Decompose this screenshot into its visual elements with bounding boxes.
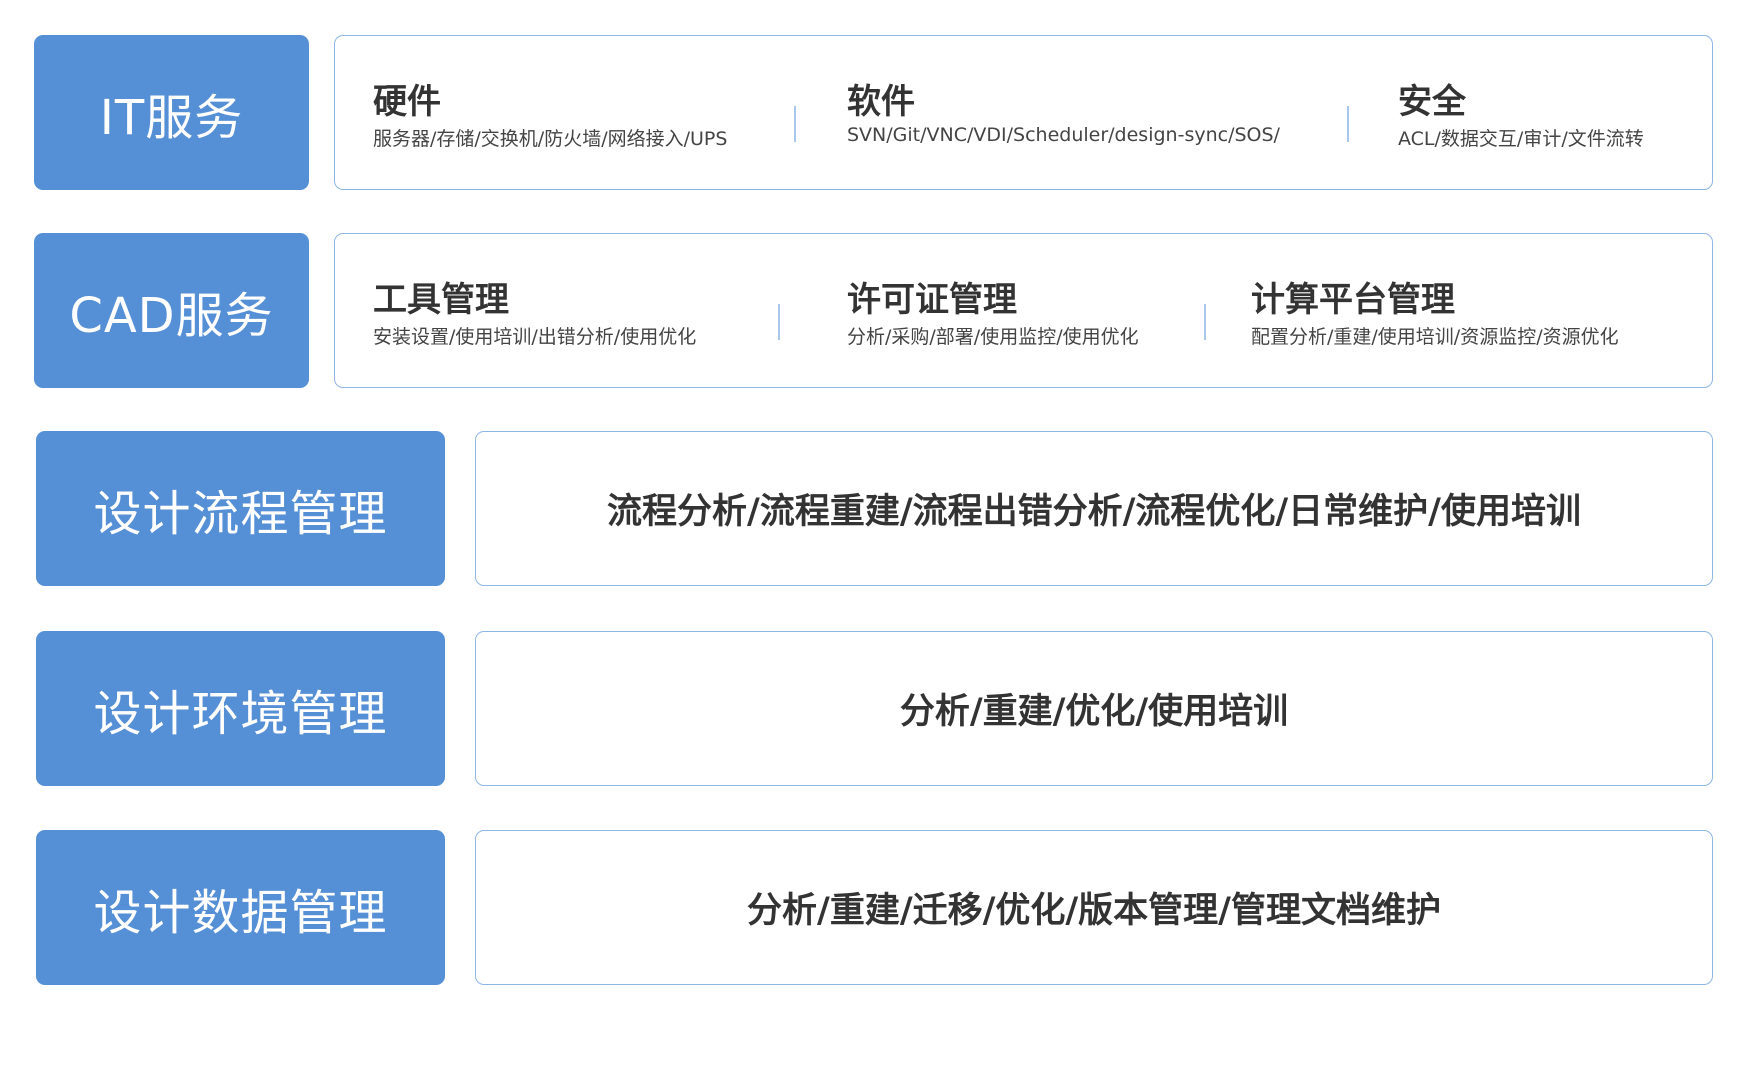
category-description: 流程分析/流程重建/流程出错分析/流程优化/日常维护/使用培训 [607,492,1581,532]
column-title: 安全 [1398,82,1466,122]
column-description: ACL/数据交互/审计/文件流转 [1398,128,1644,150]
column-title: 许可证管理 [847,280,1017,320]
category-description: 分析/重建/优化/使用培训 [899,692,1289,732]
column-title: 硬件 [373,82,441,122]
column-description: 分析/采购/部署/使用监控/使用优化 [847,326,1139,348]
category-content-design-environment-management: 分析/重建/优化/使用培训 [475,631,1713,786]
column-description: 服务器/存储/交换机/防火墙/网络接入/UPS [373,128,728,150]
category-content-design-data-management: 分析/重建/迁移/优化/版本管理/管理文档维护 [475,830,1713,985]
column-description: SVN/Git/VNC/VDI/Scheduler/design-sync/SO… [847,124,1280,146]
category-label-design-data-management: 设计数据管理 [36,830,445,985]
category-label-text: IT服务 [99,89,244,146]
category-content-design-flow-management: 流程分析/流程重建/流程出错分析/流程优化/日常维护/使用培训 [475,431,1713,586]
column-divider [1204,304,1206,340]
column-description: 安装设置/使用培训/出错分析/使用优化 [373,326,697,348]
column-divider [1347,106,1349,142]
column-title: 工具管理 [373,280,509,320]
column-description: 配置分析/重建/使用培训/资源监控/资源优化 [1251,326,1619,348]
column-divider [794,106,796,142]
category-description: 分析/重建/迁移/优化/版本管理/管理文档维护 [747,891,1441,931]
category-label-text: 设计流程管理 [93,485,388,542]
category-label-text: 设计数据管理 [93,884,388,941]
category-label-design-flow-management: 设计流程管理 [36,431,445,586]
category-label-cad-service: CAD服务 [34,233,309,388]
column-divider [778,304,780,340]
column-title: 软件 [847,82,915,122]
category-label-text: 设计环境管理 [93,685,388,742]
category-label-it-service: IT服务 [34,35,309,190]
category-content-cad-service: 工具管理 安装设置/使用培训/出错分析/使用优化 许可证管理 分析/采购/部署/… [334,233,1713,388]
category-label-design-environment-management: 设计环境管理 [36,631,445,786]
column-title: 计算平台管理 [1251,280,1455,320]
category-content-it-service: 硬件 服务器/存储/交换机/防火墙/网络接入/UPS 软件 SVN/Git/VN… [334,35,1713,190]
category-label-text: CAD服务 [69,287,274,344]
